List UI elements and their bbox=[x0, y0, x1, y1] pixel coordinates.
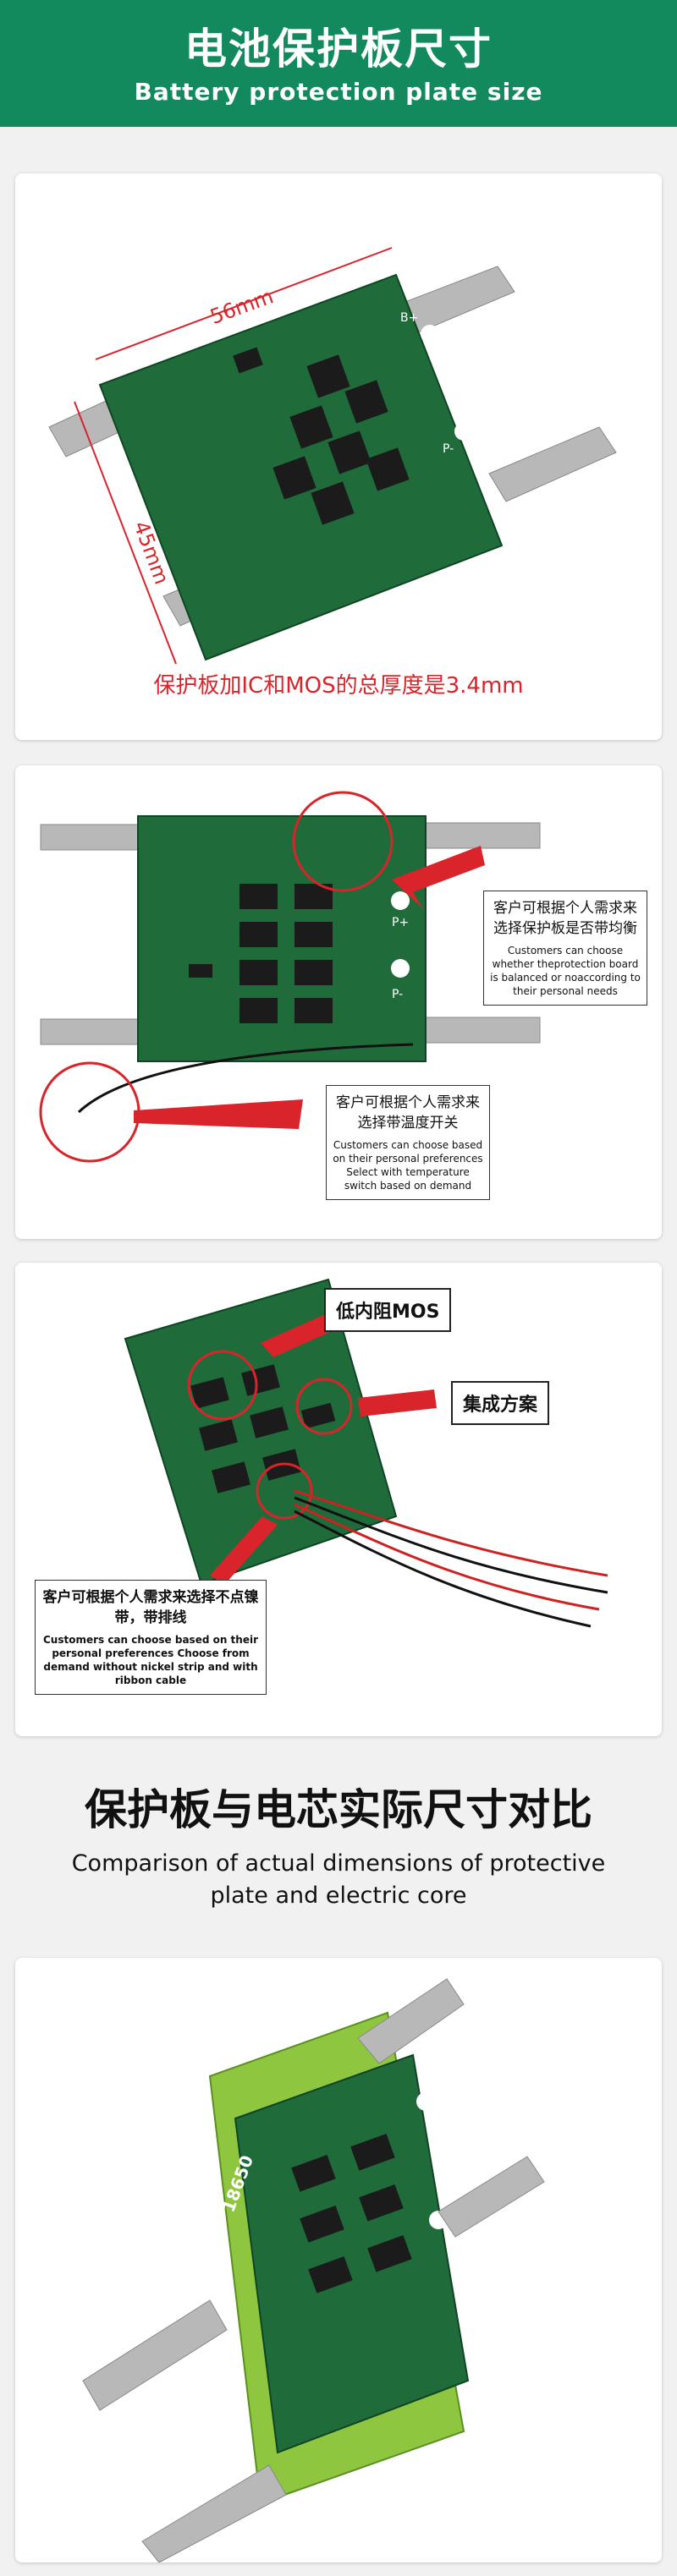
mos-chip bbox=[239, 960, 278, 985]
mos-chip bbox=[250, 1406, 289, 1439]
ribbon-wire-black bbox=[294, 1496, 608, 1594]
ic-chip bbox=[189, 964, 212, 978]
solder-pad bbox=[391, 959, 410, 978]
arrow-to-temperature bbox=[134, 1099, 303, 1129]
pcb-balance-illustration: P+ P- bbox=[39, 791, 541, 1163]
arrow-to-ic bbox=[358, 1389, 437, 1417]
nickel-strip bbox=[488, 426, 617, 502]
nickel-strip bbox=[438, 2156, 545, 2238]
mos-chip bbox=[344, 380, 388, 424]
ic-chip bbox=[300, 1402, 336, 1429]
mos-chip bbox=[367, 2235, 412, 2272]
mos-chip bbox=[272, 456, 316, 500]
pcb-cell-comparison-illustration: 18650 bbox=[82, 1978, 545, 2562]
comparison-title-en: Comparison of actual dimensions of prote… bbox=[71, 1850, 606, 1909]
tag-integrated-solution: 集成方案 bbox=[451, 1381, 550, 1425]
mos-chip bbox=[289, 405, 333, 449]
mos-chip bbox=[241, 1364, 280, 1396]
pcb-label-pminus: P- bbox=[443, 442, 454, 456]
mos-chip bbox=[190, 1377, 229, 1409]
mos-chip bbox=[291, 2155, 336, 2192]
mos-chip bbox=[239, 998, 278, 1023]
mos-chip bbox=[366, 447, 410, 491]
mos-chip bbox=[311, 481, 355, 525]
arrow-to-mos bbox=[261, 1309, 344, 1357]
arrow-to-balance bbox=[392, 846, 485, 909]
nickel-strip bbox=[82, 2299, 228, 2411]
height-dimension-line bbox=[74, 401, 177, 665]
pcb-features-illustration bbox=[124, 1278, 608, 1628]
temperature-wire bbox=[77, 1043, 414, 1114]
ic-chip bbox=[233, 347, 263, 374]
ribbon-wire-red bbox=[294, 1503, 600, 1611]
temperature-note: 客户可根据个人需求来选择带温度开关 Customers can choose b… bbox=[326, 1085, 490, 1200]
mos-chip bbox=[199, 1419, 238, 1451]
mos-chip bbox=[212, 1461, 250, 1494]
mos-chip bbox=[294, 960, 333, 985]
pcb-dimension-illustration: B+ P- 56mm 45mm bbox=[48, 247, 617, 665]
mos-chip bbox=[239, 884, 278, 909]
nickel-strip bbox=[141, 2464, 287, 2562]
solder-pad bbox=[416, 2092, 435, 2111]
solder-pad bbox=[391, 891, 410, 910]
mos-chip bbox=[327, 430, 372, 474]
balance-note: 客户可根据个人需求来选择保护板是否带均衡 Customers can choos… bbox=[483, 891, 647, 1006]
pcb-board bbox=[137, 815, 427, 1062]
mos-chip bbox=[308, 2256, 353, 2294]
ribbon-highlight-circle bbox=[256, 1462, 313, 1520]
mos-chip bbox=[294, 998, 333, 1023]
pcb-label-pminus: P- bbox=[392, 988, 403, 1001]
temperature-highlight-circle bbox=[39, 1061, 140, 1163]
comparison-title-cn: 保护板与电芯实际尺寸对比 bbox=[85, 1785, 592, 1834]
pcb-board bbox=[234, 2053, 470, 2454]
page-header: 电池保护板尺寸 Battery protection plate size bbox=[0, 0, 677, 127]
card-features: 低内阻MOS 集成方案 客户可根据个人需求来选择不点镍带，带排线 Custome… bbox=[15, 1263, 662, 1736]
mos-chip bbox=[294, 922, 333, 947]
ribbon-wire-red bbox=[294, 1489, 608, 1577]
thickness-caption: 保护板加IC和MOS的总厚度是3.4mm bbox=[153, 673, 524, 699]
card-comparison: 18650 bbox=[15, 1958, 662, 2562]
header-title-cn: 电池保护板尺寸 bbox=[184, 25, 493, 74]
mos-chip bbox=[359, 2184, 404, 2222]
header-title-en: Battery protection plate size bbox=[134, 78, 543, 106]
mos-chip bbox=[300, 2206, 344, 2243]
balance-highlight-circle bbox=[292, 791, 394, 892]
ribbon-note: 客户可根据个人需求来选择不点镍带，带排线 Customers can choos… bbox=[35, 1580, 267, 1695]
solder-pad bbox=[421, 325, 439, 343]
card-options: P+ P- 客户可根据个人需求来选择保护板是否带均衡 Customers can… bbox=[15, 765, 662, 1239]
ic-highlight-circle bbox=[295, 1378, 353, 1435]
mos-chip bbox=[350, 2134, 395, 2171]
pcb-label-pplus: P+ bbox=[392, 916, 409, 929]
nickel-strip bbox=[357, 1978, 465, 2064]
ribbon-wire-black bbox=[294, 1510, 592, 1628]
mos-chip bbox=[306, 354, 350, 398]
solder-pad bbox=[454, 422, 473, 441]
mos-chip bbox=[239, 922, 278, 947]
arrow-to-ribbon bbox=[210, 1516, 278, 1584]
mos-highlight-circle bbox=[187, 1350, 258, 1421]
tag-low-resistance-mos: 低内阻MOS bbox=[324, 1288, 452, 1332]
width-dimension-line bbox=[95, 247, 393, 360]
pcb-label-bplus: B+ bbox=[400, 311, 418, 325]
card-dimensions: B+ P- 56mm 45mm 保护板加IC和MOS的总厚度是3.4mm bbox=[15, 173, 662, 740]
